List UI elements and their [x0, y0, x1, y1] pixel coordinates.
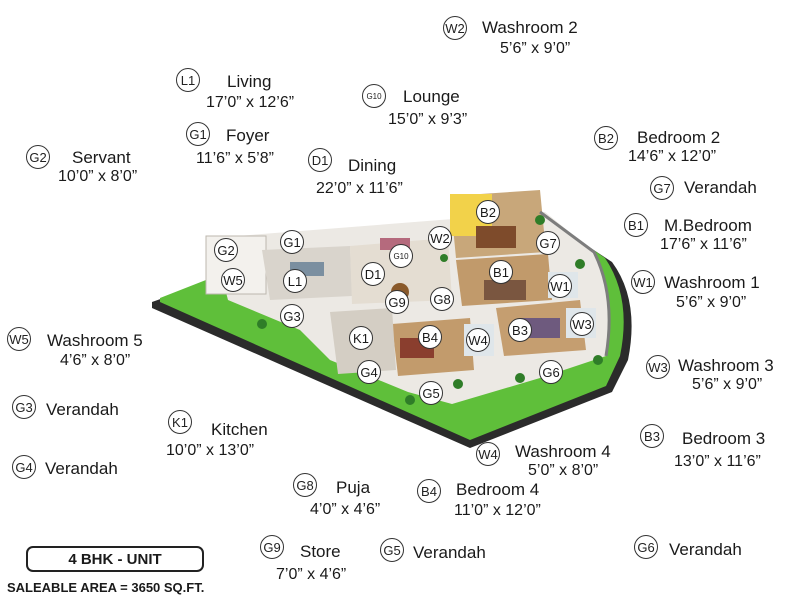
plan-marker-g2: G2: [214, 238, 238, 262]
legend-size-b2: 14’6” x 12’0”: [628, 148, 717, 165]
legend-size-b4: 11’0” x 12’0”: [454, 502, 541, 519]
legend-name-b4: Bedroom 4: [456, 480, 540, 499]
plan-marker-w2: W2: [428, 226, 452, 250]
legend-name-g2: Servant: [72, 148, 131, 167]
legend-size-w5: 4’6” x 8’0”: [60, 352, 131, 369]
legend-code-b2: B2: [594, 126, 618, 150]
plant: [257, 319, 267, 329]
plan-marker-l1: L1: [283, 269, 307, 293]
plant: [535, 215, 545, 225]
legend-code-g10: G10: [362, 84, 386, 108]
legend-code-g2: G2: [26, 145, 50, 169]
legend-code-g6: G6: [634, 535, 658, 559]
legend-code-g9: G9: [260, 535, 284, 559]
legend-name-g10: Lounge: [403, 87, 460, 106]
legend-size-g1: 11’6” x 5’8”: [196, 150, 274, 167]
legend-code-g4: G4: [12, 455, 36, 479]
legend-code-k1: K1: [168, 410, 192, 434]
legend-size-w4: 5’0” x 8’0”: [528, 462, 599, 479]
legend-size-g10: 15’0” x 9’3”: [388, 111, 468, 128]
plan-marker-w1: W1: [548, 274, 572, 298]
saleable-area-label: SALEABLE AREA = 3650 SQ.FT.: [7, 580, 205, 595]
legend-name-g5: Verandah: [413, 543, 486, 562]
unit-type-label: 4 BHK - UNIT: [68, 550, 162, 568]
plan-marker-w5: W5: [221, 268, 245, 292]
legend-size-k1: 10’0” x 13’0”: [166, 442, 255, 459]
legend-code-w4: W4: [476, 442, 500, 466]
plant: [405, 395, 415, 405]
legend-size-b3: 13’0” x 11’6”: [674, 453, 761, 470]
legend-code-g1: G1: [186, 122, 210, 146]
legend-name-b2: Bedroom 2: [637, 128, 721, 147]
legend-size-b1: 17’6” x 11’6”: [660, 236, 747, 253]
plan-marker-g1: G1: [280, 230, 304, 254]
legend-size-l1: 17’0” x 12’6”: [206, 94, 295, 111]
plan-marker-g5: G5: [419, 381, 443, 405]
plan-marker-g10: G10: [389, 244, 413, 268]
bedroom-2-bed: [476, 226, 516, 248]
dining-area: [350, 238, 452, 304]
legend-code-g5: G5: [380, 538, 404, 562]
unit-type-box: 4 BHK - UNIT: [26, 546, 204, 572]
plan-marker-g9: G9: [385, 290, 409, 314]
plan-marker-k1: K1: [349, 326, 373, 350]
plant: [515, 373, 525, 383]
legend-code-b4: B4: [417, 479, 441, 503]
railing: [539, 210, 611, 357]
plan-marker-g3: G3: [280, 304, 304, 328]
legend-name-g7: Verandah: [684, 178, 757, 197]
legend-name-w5: Washroom 5: [47, 331, 143, 350]
legend-code-b3: B3: [640, 424, 664, 448]
legend-name-g1: Foyer: [226, 126, 270, 145]
plant: [575, 259, 585, 269]
legend-code-g8: G8: [293, 473, 317, 497]
legend-size-w1: 5’6” x 9’0”: [676, 294, 747, 311]
legend-size-w3: 5’6” x 9’0”: [692, 376, 763, 393]
legend-name-k1: Kitchen: [211, 420, 268, 439]
plan-marker-b2: B2: [476, 200, 500, 224]
legend-code-l1: L1: [176, 68, 200, 92]
plan-marker-g7: G7: [536, 231, 560, 255]
legend-code-w5: W5: [7, 327, 31, 351]
plant: [440, 254, 448, 262]
master-bed: [484, 280, 526, 300]
legend-name-w4: Washroom 4: [515, 442, 611, 461]
legend-code-g7: G7: [650, 176, 674, 200]
plan-marker-w3: W3: [570, 312, 594, 336]
legend-code-w3: W3: [646, 355, 670, 379]
legend-size-g9: 7’0” x 4’6”: [276, 566, 347, 583]
plan-marker-w4: W4: [466, 328, 490, 352]
legend-name-d1: Dining: [348, 156, 397, 175]
plant: [593, 355, 603, 365]
legend-code-w1: W1: [631, 270, 655, 294]
legend-name-g4: Verandah: [45, 459, 118, 478]
legend-code-d1: D1: [308, 148, 332, 172]
legend-name-g9: Store: [300, 542, 341, 561]
legend-code-b1: B1: [624, 213, 648, 237]
legend-size-d1: 22’0” x 11’6”: [316, 180, 403, 197]
legend-name-b3: Bedroom 3: [682, 429, 766, 448]
legend-name-g8: Puja: [336, 478, 371, 497]
plant: [453, 379, 463, 389]
plan-marker-g4: G4: [357, 360, 381, 384]
legend-size-g2: 10’0” x 8’0”: [58, 168, 138, 185]
plan-marker-d1: D1: [361, 262, 385, 286]
plan-marker-b1: B1: [489, 260, 513, 284]
legend-name-b1: M.Bedroom: [664, 216, 752, 235]
legend-name-g6: Verandah: [669, 540, 742, 559]
legend-name-g3: Verandah: [46, 400, 119, 419]
plan-marker-g6: G6: [539, 360, 563, 384]
legend-name-l1: Living: [227, 72, 272, 91]
legend-size-w2: 5’6” x 9’0”: [500, 40, 571, 57]
legend-size-g8: 4’0” x 4’6”: [310, 501, 381, 518]
legend-code-w2: W2: [443, 16, 467, 40]
legend-code-g3: G3: [12, 395, 36, 419]
plan-marker-b3: B3: [508, 318, 532, 342]
plan-marker-g8: G8: [430, 287, 454, 311]
legend-name-w2: Washroom 2: [482, 18, 578, 37]
legend-name-w3: Washroom 3: [678, 356, 774, 375]
plan-marker-b4: B4: [418, 325, 442, 349]
legend-name-w1: Washroom 1: [664, 273, 760, 292]
